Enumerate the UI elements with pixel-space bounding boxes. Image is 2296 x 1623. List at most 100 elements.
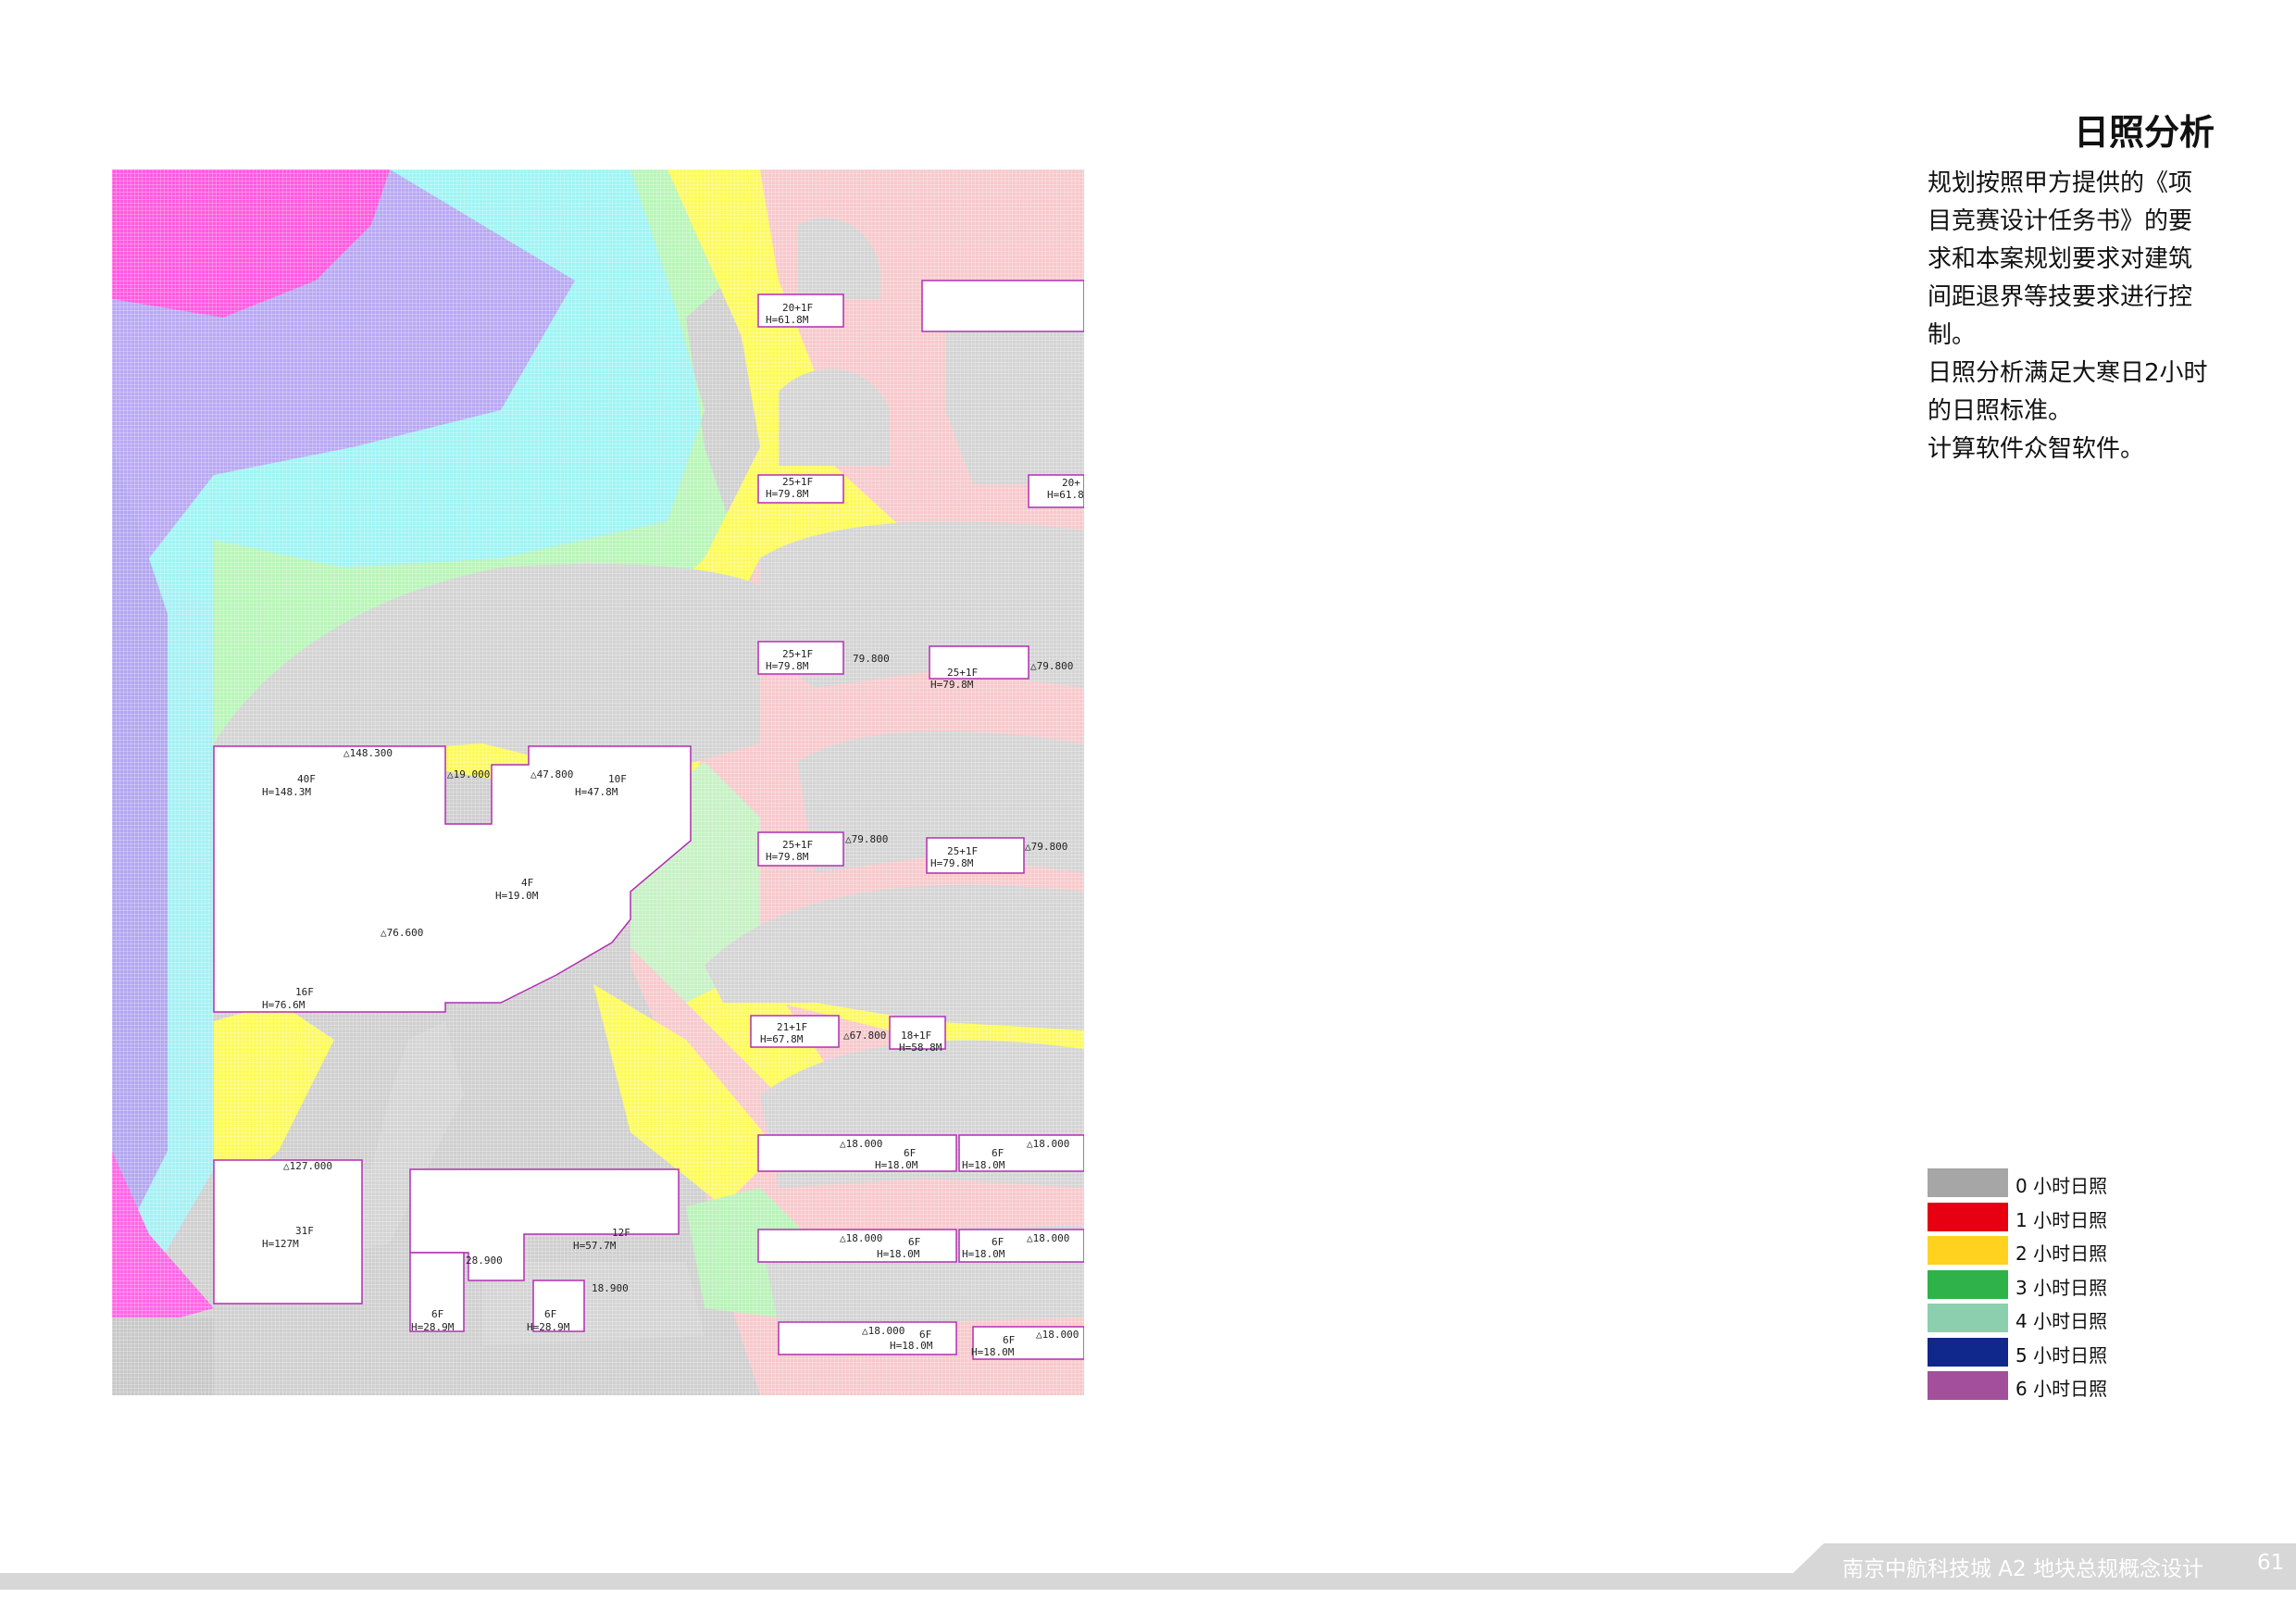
elev-79-b: 79.800 (853, 653, 890, 665)
legend-swatch (1928, 1202, 2008, 1231)
description: 规划按照甲方提供的《项目竞赛设计任务书》的要求和本案规划要求对建筑间距退界等技要… (1928, 165, 2215, 468)
label-25b: 25+1F (782, 648, 813, 660)
elev-79-d: △79.800 (845, 833, 888, 845)
building-6f-e (757, 1229, 957, 1263)
legend-item-4h: 4 小时日照 (1928, 1304, 2168, 1333)
page-title: 日照分析 (2073, 112, 2215, 153)
label-25a: 25+1F (782, 476, 813, 488)
label-4f-h: H=19.0M (495, 890, 539, 902)
label-12f: 12F (612, 1227, 630, 1239)
label-31f: 31F (295, 1225, 314, 1237)
description-paragraph-3: 计算软件众智软件。 (1928, 435, 2145, 463)
label-40f-height: H=148.3M (262, 786, 311, 798)
legend-swatch (1928, 1236, 2008, 1265)
label-25d-h: H=79.8M (766, 851, 809, 863)
label-25d: 25+1F (782, 839, 813, 851)
label-6f-b: 6F (544, 1308, 556, 1320)
description-paragraph-1: 规划按照甲方提供的《项目竞赛设计任务书》的要求和本案规划要求对建筑间距退界等技要… (1928, 169, 2193, 349)
legend-item-0h: 0 小时日照 (1928, 1168, 2168, 1198)
label-10f-h: H=47.8M (575, 786, 618, 798)
legend-label: 3 小时日照 (2015, 1276, 2108, 1299)
label-25e-h: H=79.8M (930, 857, 974, 869)
label-6f-h-h: H=18.0M (971, 1346, 1015, 1358)
building-top-right (921, 280, 1084, 332)
label-6f-f: 6F (992, 1236, 1004, 1248)
building-25-1f-d (757, 831, 844, 867)
label-25c-h: H=79.8M (930, 679, 974, 691)
legend-item-3h: 3 小时日照 (1928, 1269, 2168, 1300)
label-18: 18+1F (901, 1030, 931, 1042)
legend-swatch (1928, 1168, 2008, 1197)
elev-18-f: △18.000 (1036, 1329, 1079, 1341)
building-6f-b (532, 1280, 585, 1332)
description-paragraph-2: 日照分析满足大寒日2小时的日照标准。 (1928, 359, 2208, 425)
legend-label: 0 小时日照 (2015, 1175, 2108, 1197)
legend-swatch (1928, 1269, 2008, 1299)
legend-item-1h: 1 小时日照 (1928, 1202, 2168, 1232)
label-6f-c-h: H=18.0M (875, 1159, 918, 1171)
label-25e: 25+1F (947, 845, 978, 857)
label-6f-a-h: H=28.9M (411, 1321, 455, 1333)
elev-18-c: △18.000 (840, 1232, 882, 1244)
elev-18-a: △18.000 (840, 1138, 882, 1150)
label-6f-h: 6F (1003, 1334, 1015, 1346)
label-20-1f: 20+1F (782, 302, 813, 314)
elev-18-b: △18.000 (1027, 1138, 1069, 1150)
label-6f-g: 6F (919, 1329, 931, 1341)
building-labels: 40F H=148.3M △148.300 △19.000 △47.800 10… (262, 302, 1084, 1358)
label-6f-c: 6F (904, 1147, 916, 1159)
elev-18-d: △18.000 (1027, 1232, 1069, 1244)
label-20r: 20+ (1062, 477, 1080, 489)
building-6f-g (778, 1321, 957, 1355)
building-podium (213, 745, 692, 1013)
legend-swatch (1928, 1337, 2008, 1367)
elev-79-e: △79.800 (1025, 841, 1067, 853)
legend-label: 1 小时日照 (2015, 1208, 2108, 1231)
building-25-1f-e (926, 837, 1025, 874)
label-40f-floors: 40F (297, 773, 316, 785)
building-20-1f (757, 293, 844, 328)
elev-67: △67.800 (843, 1030, 886, 1042)
building-6f-d (958, 1134, 1084, 1172)
building-6f-a (409, 1252, 465, 1332)
elev-47: △47.800 (530, 768, 573, 780)
legend-label: 6 小时日照 (2015, 1378, 2108, 1400)
label-6f-a: 6F (431, 1308, 443, 1320)
footer-bar (0, 1573, 2296, 1590)
label-10f: 10F (608, 773, 627, 785)
elev-127: △127.000 (283, 1160, 332, 1172)
label-21: 21+1F (777, 1021, 807, 1033)
page-number: 61 (2257, 1551, 2285, 1575)
label-6f-e-h: H=18.0M (877, 1248, 920, 1260)
label-25c: 25+1F (947, 667, 978, 679)
building-25-1f-a (757, 474, 844, 504)
elev-79-c: △79.800 (1030, 660, 1073, 672)
sunlight-map-graphic: 40F H=148.3M △148.300 △19.000 △47.800 10… (112, 169, 1084, 1395)
label-6f-e: 6F (908, 1236, 920, 1248)
building-25-1f-c (929, 645, 1029, 680)
label-6f-f-h: H=18.0M (962, 1248, 1005, 1260)
legend-item-6h: 6 小时日照 (1928, 1371, 2168, 1401)
building-6f-f (958, 1229, 1084, 1263)
building-25-1f-b (757, 641, 844, 675)
sunlight-analysis-map: 40F H=148.3M △148.300 △19.000 △47.800 10… (112, 169, 1084, 1395)
label-18-h: H=58.8M (899, 1042, 942, 1054)
building-18-1f (889, 1016, 946, 1050)
label-16f: 16F (295, 986, 314, 998)
legend-label: 4 小时日照 (2015, 1310, 2108, 1332)
legend-item-5h: 5 小时日照 (1928, 1337, 2168, 1367)
elev-28: 28.900 (466, 1255, 503, 1267)
label-6f-d-h: H=18.0M (962, 1159, 1005, 1171)
legend-label: 5 小时日照 (2015, 1343, 2108, 1367)
legend-swatch (1928, 1371, 2008, 1400)
label-6f-b-h: H=28.9M (527, 1321, 570, 1333)
elev-148: △148.300 (343, 747, 393, 759)
footer-tab (1776, 1543, 2296, 1590)
label-20-1f-h: H=61.8M (766, 314, 809, 326)
building-6f-c (757, 1134, 957, 1172)
label-12f-h: H=57.7M (573, 1240, 617, 1252)
building-31f (213, 1159, 363, 1305)
label-20r-h: H=61.8 (1047, 489, 1084, 501)
label-4f: 4F (521, 877, 533, 889)
elev-19: △19.000 (447, 768, 490, 780)
